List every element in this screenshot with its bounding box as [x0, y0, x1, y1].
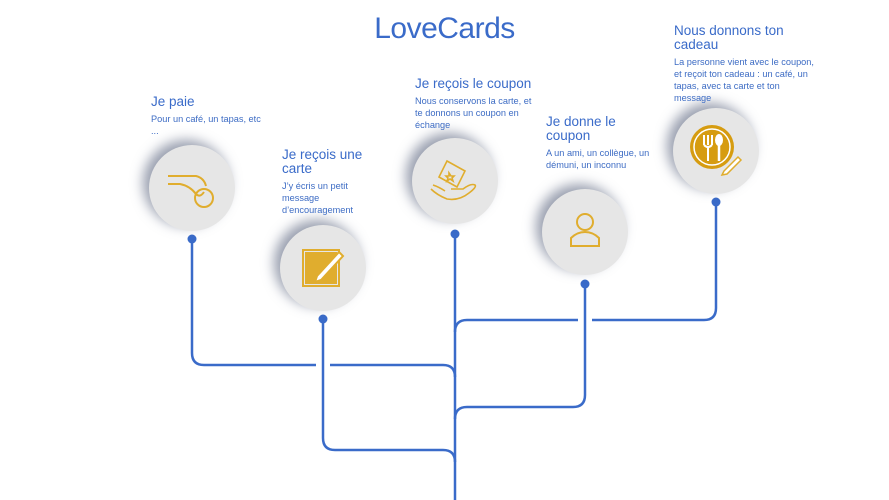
hand-ticket-icon: [412, 138, 498, 224]
step-1: Je paie Pour un café, un tapas, etc ...: [151, 95, 261, 137]
person-icon: [542, 189, 628, 275]
step-title: Nous donnons ton cadeau: [674, 23, 784, 52]
node-dot: [187, 234, 197, 244]
step-title: Je paie: [151, 94, 195, 109]
page-title: LoveCards: [374, 12, 515, 45]
connector-step-5: [453, 202, 718, 333]
step-2: Je reçois une carte J’y écris un petit m…: [282, 148, 382, 216]
card-pencil-icon: [280, 225, 366, 311]
step-text: Nous conservons la carte, et te donnons …: [415, 96, 532, 130]
step-text: La personne vient avec le coupon, et reç…: [674, 57, 814, 103]
step-text: A un ami, un collègue, un démuni, un inc…: [546, 148, 650, 170]
step-text: J’y écris un petit message d’encourageme…: [282, 181, 353, 215]
step-3: Je reçois le coupon Nous conservons la c…: [415, 77, 540, 131]
node-dot: [318, 314, 328, 324]
step-text: Pour un café, un tapas, etc ...: [151, 114, 261, 136]
connector-step-2: [321, 319, 457, 463]
step-title: Je reçois une carte: [282, 147, 363, 176]
step-4: Je donne le coupon A un ami, un collègue…: [546, 115, 656, 171]
node-dot: [450, 229, 460, 239]
node-dot: [711, 197, 721, 207]
connector-step-1: [190, 239, 457, 378]
step-title: Je reçois le coupon: [415, 76, 532, 91]
step-title: Je donne le coupon: [546, 114, 616, 143]
node-dot: [580, 279, 590, 289]
hand-coin-icon: [149, 145, 235, 231]
step-5: Nous donnons ton cadeau La personne vien…: [674, 24, 814, 104]
plate-fork-spoon-icon: [673, 108, 759, 194]
connector-step-4: [453, 284, 587, 420]
